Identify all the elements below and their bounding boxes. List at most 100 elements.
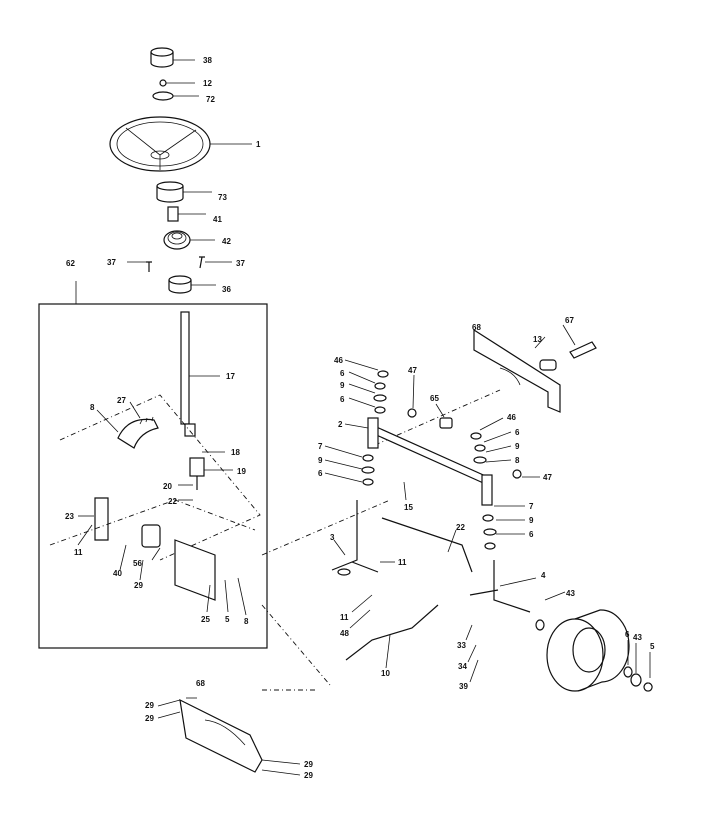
callout-48: 48 [340, 629, 349, 638]
callout-29: 29 [134, 581, 143, 590]
callout-7-b: 7 [529, 502, 534, 511]
callout-40: 40 [113, 569, 122, 578]
washer-72 [152, 91, 174, 101]
steering-shaft-17 [180, 311, 196, 437]
dash-gear [59, 394, 261, 561]
screw-37-left [146, 261, 152, 272]
fitting-47-right [512, 469, 522, 479]
callout-20: 20 [163, 482, 172, 491]
callout-38: 38 [203, 56, 212, 65]
spindle-4 [469, 560, 531, 613]
callout-27: 27 [117, 396, 126, 405]
callout-47-b: 47 [543, 473, 552, 482]
dash-axle-top [374, 389, 501, 446]
callout-41: 41 [213, 215, 222, 224]
callout-4: 4 [541, 571, 546, 580]
callout-65: 65 [430, 394, 439, 403]
bushing-36 [168, 275, 192, 294]
callout-11-a: 11 [74, 548, 83, 557]
callout-11-b: 11 [398, 558, 407, 567]
callout-37-left: 37 [107, 258, 116, 267]
bracket-68-top [473, 328, 561, 413]
callout-5: 5 [225, 615, 230, 624]
callout-43-b: 43 [633, 633, 642, 642]
callout-29-b: 29 [145, 714, 154, 723]
callout-39: 39 [459, 682, 468, 691]
hub-73 [156, 181, 184, 203]
bellows-42 [163, 230, 191, 250]
callout-56: 56 [133, 559, 142, 568]
callout-68-top: 68 [472, 323, 481, 332]
callout-6-b: 6 [340, 395, 345, 404]
callout-29-c: 29 [304, 760, 313, 769]
callout-43-a: 43 [566, 589, 575, 598]
callout-7-a: 7 [318, 442, 323, 451]
dash-to-pitman [261, 499, 391, 556]
callout-18: 18 [231, 448, 240, 457]
tie-rod-22 [381, 517, 473, 573]
front-axle-2 [367, 417, 493, 506]
callout-6-c: 6 [515, 428, 520, 437]
callout-46-b: 46 [507, 413, 516, 422]
nut-12 [159, 79, 167, 87]
callout-22-b: 22 [456, 523, 465, 532]
callout-42: 42 [222, 237, 231, 246]
callout-29-a: 29 [145, 701, 154, 710]
callout-36: 36 [222, 285, 231, 294]
callout-8-c: 8 [515, 456, 520, 465]
steering-cap [150, 47, 174, 68]
bracket-68-bottom [179, 698, 263, 773]
spacer-65 [439, 417, 453, 429]
dash-bracket [49, 499, 256, 546]
steering-gear-box [38, 303, 268, 649]
callout-23: 23 [65, 512, 74, 521]
callout-67: 67 [565, 316, 574, 325]
sector-gear-27 [117, 416, 159, 449]
callout-15: 15 [404, 503, 413, 512]
callout-9-c: 9 [318, 456, 323, 465]
bracket-23 [94, 497, 109, 541]
callout-6-d: 6 [318, 469, 323, 478]
callout-62: 62 [66, 259, 75, 268]
callout-9-a: 9 [340, 381, 345, 390]
callout-1: 1 [256, 140, 261, 149]
sleeve-56 [141, 524, 161, 548]
callout-2: 2 [338, 420, 343, 429]
callout-6-e: 6 [529, 530, 534, 539]
adapter-41 [167, 206, 179, 222]
pinion-19 [189, 457, 205, 490]
callout-19: 19 [237, 467, 246, 476]
callout-13: 13 [533, 335, 542, 344]
callout-73: 73 [218, 193, 227, 202]
callout-29-d: 29 [304, 771, 313, 780]
bolt-67 [569, 341, 597, 359]
dash-to-drag [261, 604, 331, 686]
callout-3: 3 [330, 533, 335, 542]
drag-link-10 [345, 604, 439, 661]
plate-25 [174, 539, 216, 601]
spacer-13 [539, 359, 557, 371]
washers-left-top [373, 370, 389, 414]
callout-12: 12 [203, 79, 212, 88]
callout-8-a: 8 [90, 403, 95, 412]
callout-6-f: 6 [625, 630, 630, 639]
callout-5-b: 5 [650, 642, 655, 651]
screw-37-right [199, 256, 205, 269]
callout-10: 10 [381, 669, 390, 678]
callout-11-c: 11 [340, 613, 349, 622]
washers-left-bottom [361, 454, 375, 486]
callout-22-a: 22 [168, 497, 177, 506]
callout-46-a: 46 [334, 356, 343, 365]
callout-37-right: 37 [236, 259, 245, 268]
spindle-3 [331, 500, 379, 576]
callout-8-b: 8 [244, 617, 249, 626]
callout-25: 25 [201, 615, 210, 624]
callout-6-a: 6 [340, 369, 345, 378]
washers-right-bottom [482, 514, 497, 550]
callout-72: 72 [206, 95, 215, 104]
fitting-47-left [407, 408, 417, 418]
callout-17: 17 [226, 372, 235, 381]
washers-right-top [470, 432, 487, 464]
callout-9-d: 9 [529, 516, 534, 525]
